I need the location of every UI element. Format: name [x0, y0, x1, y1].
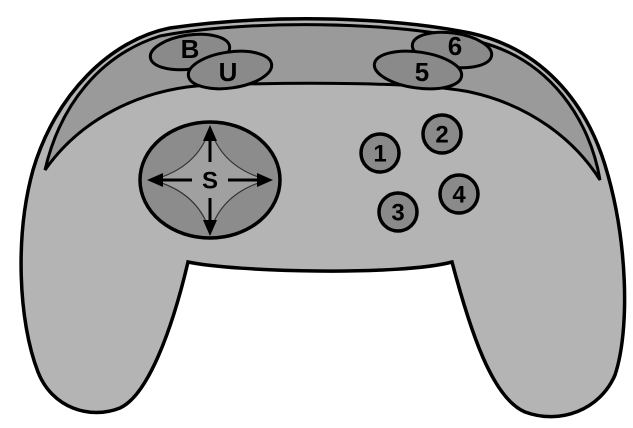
dpad[interactable]: S: [140, 122, 280, 238]
shoulder-label-u: U: [219, 57, 238, 87]
face-button-4[interactable]: 4: [440, 175, 478, 213]
shoulder-label-b: B: [181, 34, 200, 64]
face-button-3[interactable]: 3: [379, 193, 417, 231]
face-label-3: 3: [391, 200, 404, 227]
shoulder-label-5: 5: [415, 57, 429, 87]
dpad-center-label: S: [202, 168, 218, 195]
face-label-4: 4: [452, 182, 466, 209]
face-button-2[interactable]: 2: [423, 115, 461, 153]
face-label-1: 1: [373, 141, 386, 168]
shoulder-label-6: 6: [448, 31, 462, 61]
face-label-2: 2: [435, 122, 448, 149]
face-button-1[interactable]: 1: [361, 134, 399, 172]
